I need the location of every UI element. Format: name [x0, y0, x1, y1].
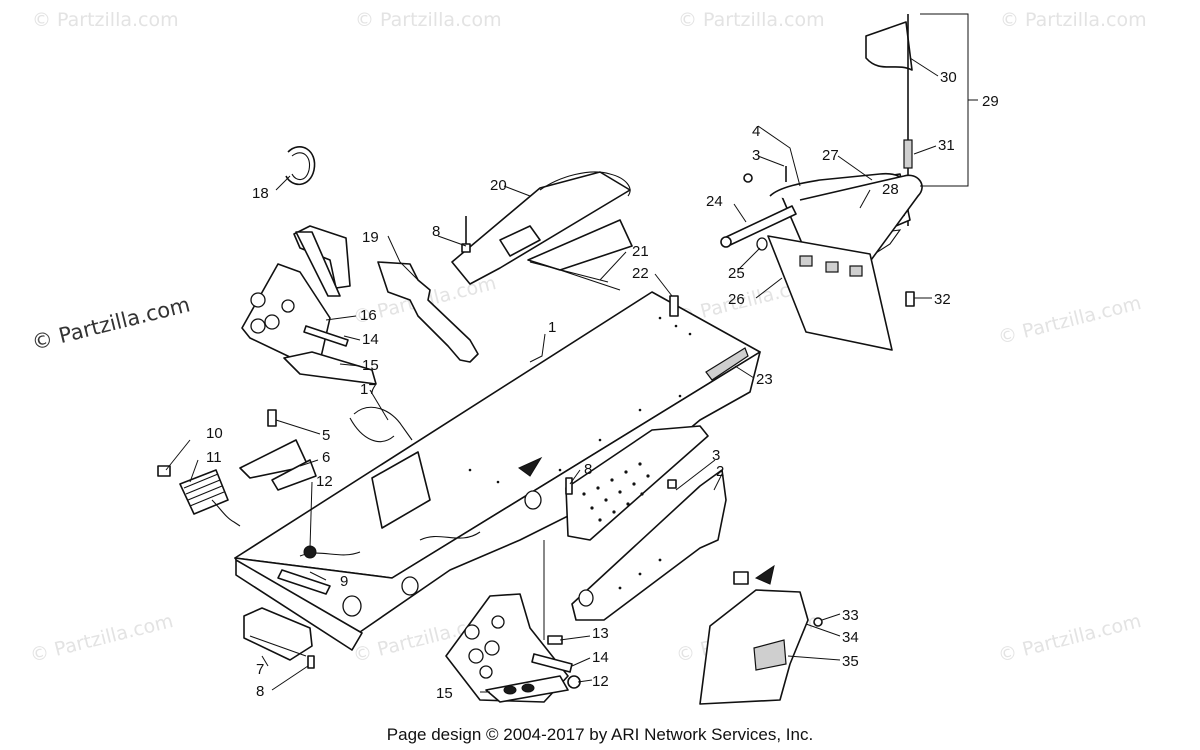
callout-29: 29: [982, 93, 999, 110]
callout-17: 17: [360, 381, 377, 398]
right-cover: [699, 564, 823, 705]
watermark: © Partzilla.com: [678, 9, 825, 31]
callout-13: 13: [592, 625, 609, 642]
callout-5: 5: [322, 427, 330, 444]
callout-21: 21: [632, 243, 649, 260]
callout-10: 10: [206, 425, 223, 442]
leader-lines: [165, 13, 978, 693]
callout-14: 14: [362, 331, 379, 348]
upper-rail-assembly: [377, 171, 679, 363]
bottom-left-bracket: [243, 607, 315, 669]
callout-25: 25: [728, 265, 745, 282]
rear-bumper-assembly: [720, 14, 923, 351]
callout-35: 35: [842, 653, 859, 670]
callout-8: 8: [432, 223, 440, 240]
callout-27: 27: [822, 147, 839, 164]
lower-center-brackets: [445, 425, 727, 703]
callout-16: 16: [360, 307, 377, 324]
callout-11: 11: [206, 449, 222, 466]
callout-14: 14: [592, 649, 609, 666]
left-upper-bracket: [241, 146, 377, 385]
callout-9: 9: [340, 573, 348, 590]
watermark: © Partzilla.com: [1000, 9, 1147, 31]
callout-30: 30: [940, 69, 957, 86]
callout-15: 15: [436, 685, 453, 702]
callout-22: 22: [632, 265, 649, 282]
callout-12: 12: [592, 673, 609, 690]
watermark-main: © Partzilla.com: [29, 292, 192, 354]
watermark: © Partzilla.com: [28, 610, 176, 667]
watermark: © Partzilla.com: [996, 610, 1144, 667]
callout-3: 3: [752, 147, 760, 164]
callout-2: 2: [716, 463, 724, 480]
callout-28: 28: [882, 181, 899, 198]
light-bracket-cluster: [157, 406, 413, 595]
callout-15: 15: [362, 357, 379, 374]
callout-18: 18: [252, 185, 269, 202]
callout-19: 19: [362, 229, 379, 246]
callout-7: 7: [256, 661, 264, 678]
callout-34: 34: [842, 629, 859, 646]
tunnel-chassis: [234, 291, 761, 651]
callout-4: 4: [752, 123, 760, 140]
callout-31: 31: [938, 137, 955, 154]
page-footer-credit: Page design © 2004-2017 by ARI Network S…: [387, 725, 813, 744]
callouts: 1 2 3 3 4 5 6 7 8 8 8 9 10 11 12 12 13 1…: [206, 69, 999, 702]
callout-20: 20: [490, 177, 507, 194]
callout-24: 24: [706, 193, 723, 210]
callout-12: 12: [316, 473, 333, 490]
watermark: © Partzilla.com: [355, 9, 502, 31]
watermark: © Partzilla.com: [32, 9, 179, 31]
callout-8: 8: [256, 683, 264, 700]
callout-8: 8: [584, 461, 592, 478]
watermark: © Partzilla.com: [996, 292, 1144, 349]
callout-1: 1: [548, 319, 556, 336]
callout-32: 32: [934, 291, 951, 308]
callout-23: 23: [756, 371, 773, 388]
callout-26: 26: [728, 291, 745, 308]
callout-3: 3: [712, 447, 720, 464]
callout-6: 6: [322, 449, 330, 466]
callout-33: 33: [842, 607, 859, 624]
